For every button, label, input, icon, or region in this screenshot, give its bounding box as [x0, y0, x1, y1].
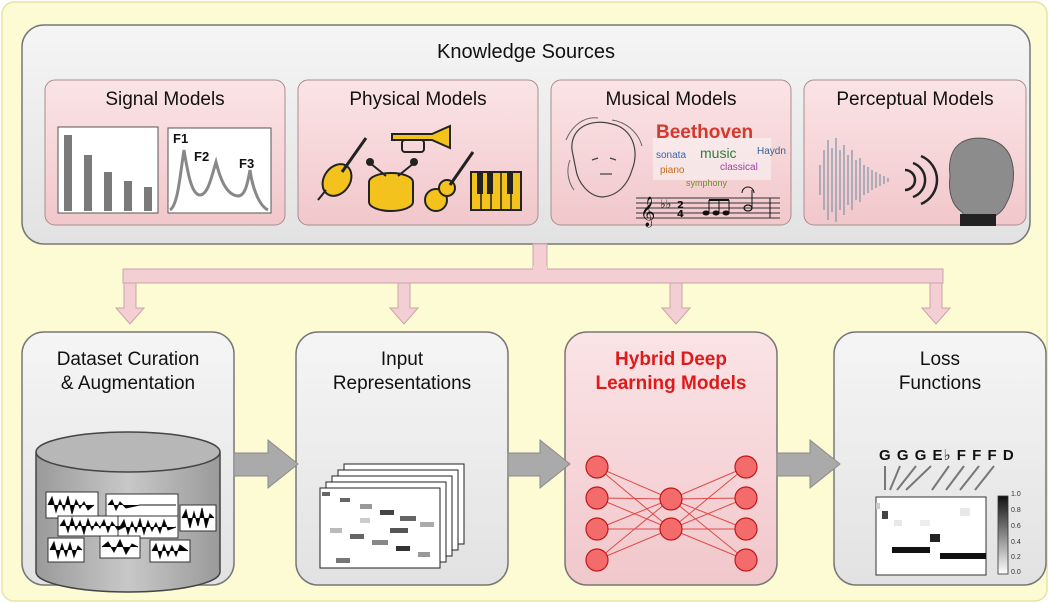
loss-functions-line2: Functions [898, 373, 982, 394]
spectrum-bars-icon [57, 126, 159, 214]
formant-label-f3: F3 [239, 156, 255, 171]
dataset-curation-label: Dataset Curation & Augmentation [22, 348, 234, 396]
physical-models-label: Physical Models [349, 89, 487, 110]
hybrid-models-line2: Learning Models [595, 373, 747, 394]
neural-network-icon [585, 455, 758, 572]
note-label: F [987, 447, 998, 464]
svg-text:𝄞: 𝄞 [640, 196, 655, 228]
sound-wave-icon [904, 154, 939, 206]
word-cloud-word: classical [720, 162, 758, 173]
input-representations-label: Input Representations [296, 348, 508, 396]
word-cloud-word: symphony [686, 178, 728, 188]
perceptual-models-label: Perceptual Models [836, 89, 994, 110]
hybrid-models-label: Hybrid Deep Learning Models [565, 348, 777, 396]
svg-text:♭♭: ♭♭ [660, 197, 671, 211]
note-label: G [914, 447, 928, 464]
input-neuron [585, 486, 609, 510]
output-neuron [734, 455, 758, 479]
violin-icon [317, 137, 368, 201]
dataset-curation-line1: Dataset Curation [56, 349, 200, 370]
word-cloud-word: sonata [656, 150, 687, 161]
input-neuron [585, 517, 609, 541]
piano-keys-icon [470, 171, 522, 211]
database-icon [35, 431, 221, 593]
hidden-neuron [659, 487, 683, 511]
note-label: G [896, 447, 910, 464]
output-neuron [734, 486, 758, 510]
hybrid-models-line1: Hybrid Deep [615, 349, 727, 370]
loss-functions-line1: Loss [919, 349, 961, 370]
note-label: G [879, 447, 892, 464]
colorbar-tick: 0.8 [1011, 507, 1021, 514]
trumpet-icon [391, 124, 451, 153]
dataset-curation-line2: & Augmentation [60, 373, 196, 394]
drum-icon [366, 158, 418, 212]
formant-label-f2: F2 [194, 149, 210, 164]
output-neuron [734, 548, 758, 572]
beethoven-portrait-icon [565, 117, 643, 198]
input-representations-line2: Representations [332, 373, 472, 394]
colorbar-tick: 0.4 [1011, 539, 1021, 546]
word-cloud-word: Haydn [757, 146, 786, 157]
distribution-arrows [114, 243, 952, 325]
colorbar-tick: 0.0 [1011, 569, 1021, 576]
loss-functions-label: Loss Functions [834, 348, 1046, 396]
colorbar-icon [997, 495, 1009, 575]
alignment-matrix-icon [875, 496, 987, 576]
svg-text:2: 2 [677, 200, 684, 211]
alignment-arrows-icon [884, 465, 995, 491]
waveform-icon [819, 138, 889, 222]
input-neuron [585, 548, 609, 572]
musical-models-label: Musical Models [605, 89, 737, 110]
word-cloud-word: piano [660, 165, 685, 176]
svg-text:4: 4 [677, 209, 684, 220]
spectrogram-stack-icon [319, 463, 465, 569]
music-staff-icon: 𝄞 ♭♭ 2 4 [636, 186, 780, 228]
word-cloud-title: Beethoven [656, 122, 754, 143]
input-neuron [585, 455, 609, 479]
knowledge-sources-title: Knowledge Sources [437, 41, 615, 63]
flow-arrows [233, 438, 841, 490]
colorbar-tick: 0.6 [1011, 523, 1021, 530]
signal-models-label: Signal Models [105, 89, 225, 110]
word-cloud-word: music [700, 145, 737, 161]
hidden-neuron [659, 517, 683, 541]
dummy-head-icon [949, 137, 1014, 226]
note-label: D [1002, 447, 1015, 464]
input-representations-line1: Input [380, 349, 424, 370]
colorbar-tick: 1.0 [1011, 491, 1021, 498]
formant-envelope-icon [167, 127, 272, 214]
guitar-icon [424, 151, 475, 212]
note-label: F [972, 447, 983, 464]
output-neuron [734, 517, 758, 541]
note-sequence: G G G E♭ F F F D [879, 446, 1015, 464]
colorbar-tick: 0.2 [1011, 554, 1021, 561]
formant-label-f1: F1 [173, 131, 189, 146]
word-cloud-icon [653, 138, 771, 180]
note-label: E♭ [932, 447, 952, 464]
note-label: F [956, 447, 967, 464]
